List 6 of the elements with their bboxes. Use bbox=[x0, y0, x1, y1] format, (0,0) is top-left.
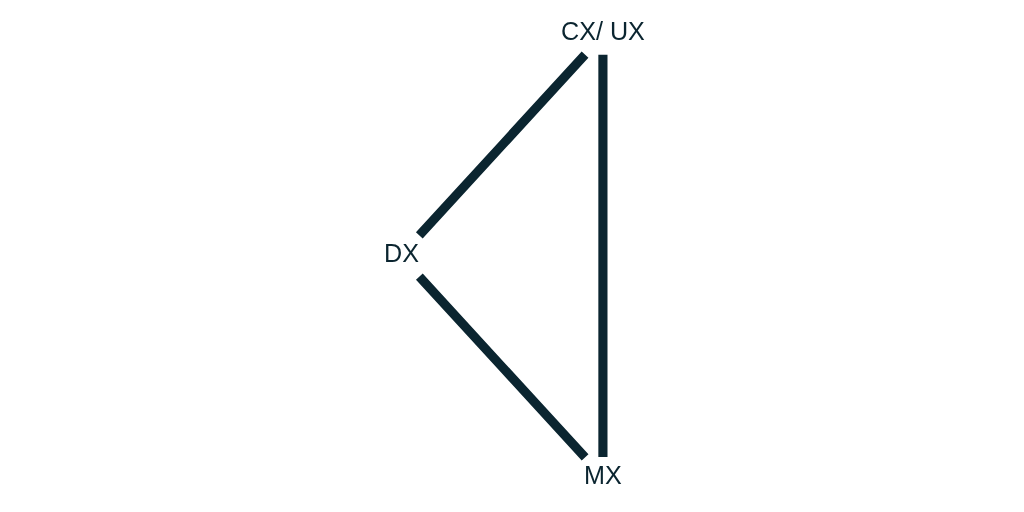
node-text: CX/ UX bbox=[560, 17, 645, 46]
node-text: MX bbox=[583, 461, 622, 490]
node-text: DX bbox=[383, 239, 419, 268]
connector bbox=[597, 54, 607, 458]
connector bbox=[415, 51, 588, 239]
connector bbox=[415, 273, 588, 461]
